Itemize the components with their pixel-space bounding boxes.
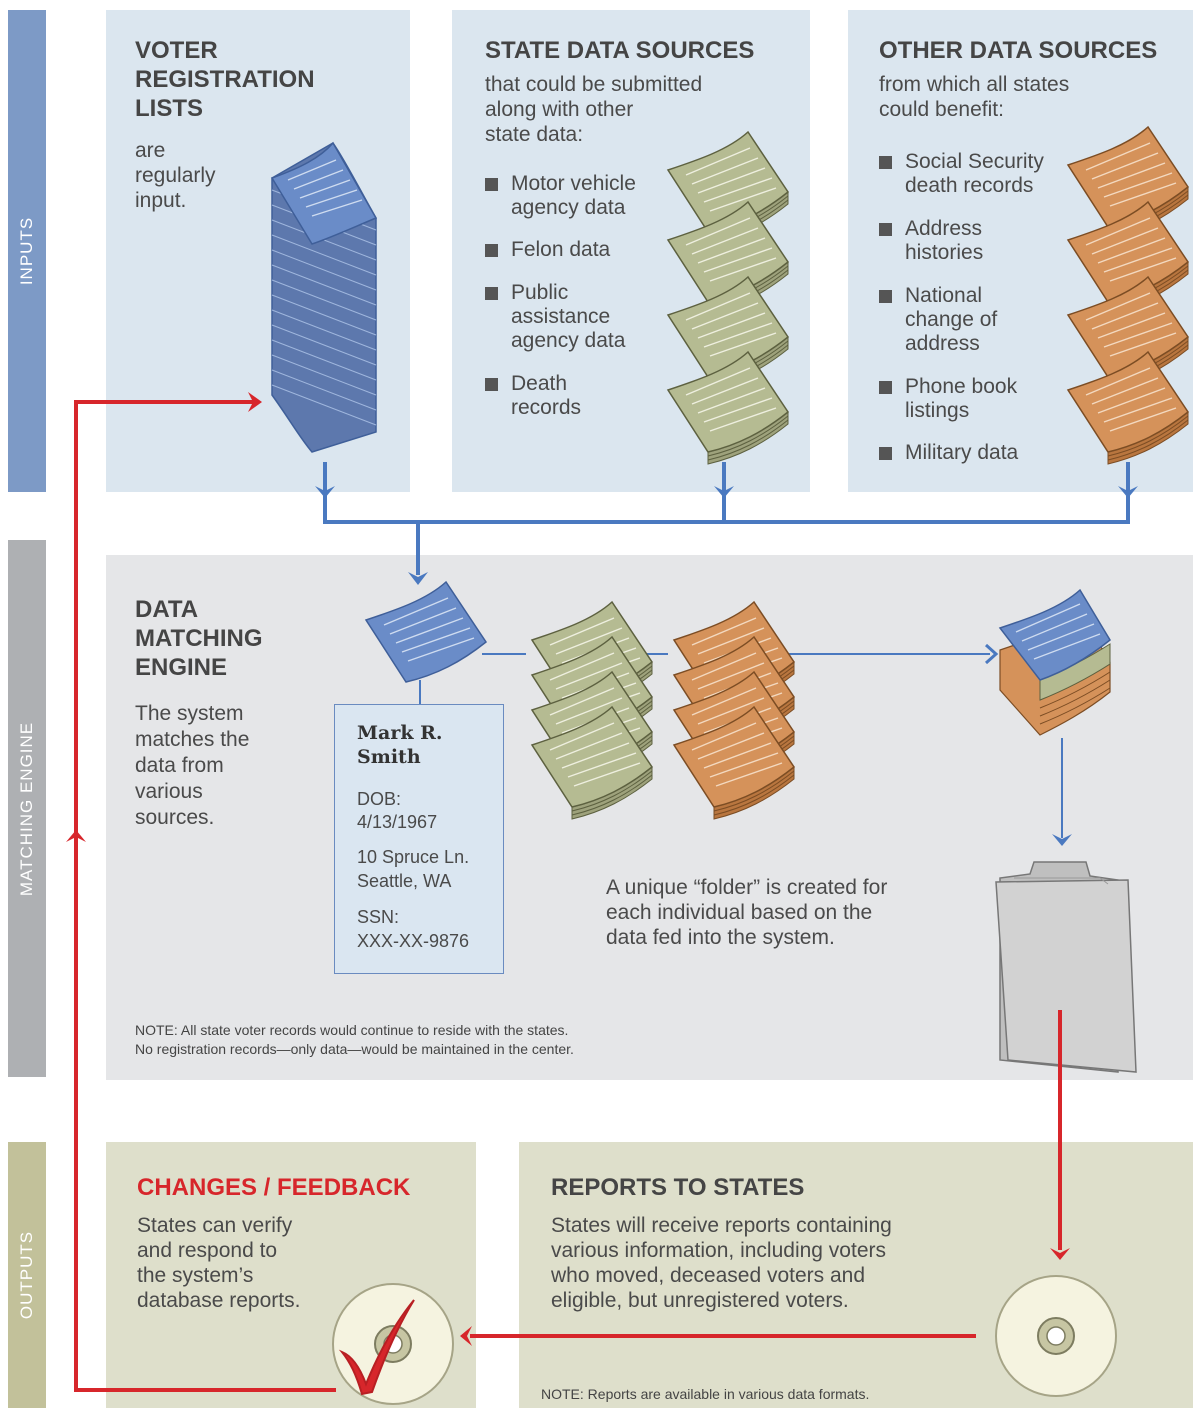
other-body: from which all states could benefit: (879, 73, 1070, 121)
other-title: OTHER DATA SOURCES (879, 37, 1158, 64)
reports-body: States will receive reports containing v… (551, 1214, 892, 1312)
record-ssn: XXX-XX-9876 (357, 931, 470, 951)
voter-title: VOTER REGISTRATION LISTS (135, 37, 315, 122)
voter-body: are regularly input. (135, 139, 216, 212)
feedback-title: CHANGES / FEEDBACK (137, 1174, 411, 1201)
record-dob-label: DOB: (357, 789, 402, 809)
record-address2: Seattle, WA (357, 871, 452, 891)
record-name: Mark R. Smith (357, 722, 443, 768)
bullet-icon (879, 223, 892, 236)
voter-list-stack (270, 141, 378, 453)
input-connectors (323, 462, 1130, 575)
state-item-felon: Felon data (485, 238, 610, 262)
bullet-icon (485, 178, 498, 191)
state-body: that could be submitted along with other… (485, 73, 703, 146)
record-address1: 10 Spruce Ln. (357, 847, 470, 867)
bullet-icon (879, 381, 892, 394)
record-dob: 4/13/1967 (357, 812, 438, 832)
connector-arrowheads (315, 486, 1138, 585)
engine-title: DATA MATCHING ENGINE (135, 596, 263, 681)
state-data-stacks (668, 132, 788, 464)
bullet-icon (879, 447, 892, 460)
folder-description: A unique “folder” is created for each in… (606, 876, 888, 949)
engine-orange-stack (674, 602, 794, 819)
combined-stack (998, 588, 1111, 736)
other-data-stacks (1068, 127, 1188, 464)
reports-title: REPORTS TO STATES (551, 1174, 805, 1201)
folder-arrowhead (1052, 834, 1072, 846)
bullet-icon (879, 290, 892, 303)
other-item-military: Military data (879, 441, 1018, 465)
record-ssn-label: SSN: (357, 907, 400, 927)
reports-note: NOTE: Reports are available in various d… (541, 1386, 870, 1402)
inputs-band: INPUTS (8, 10, 46, 492)
engine-right-arrowhead (984, 643, 999, 665)
bullet-icon (485, 378, 498, 391)
bullet-icon (485, 287, 498, 300)
outputs-band: OUTPUTS (8, 1142, 46, 1408)
folder-icon (995, 861, 1137, 1073)
matching-band: MATCHING ENGINE (8, 540, 46, 1077)
feedback-cd-icon (332, 1283, 454, 1405)
feedback-loop (74, 400, 1062, 1392)
feedback-body: States can verify and respond to the sys… (137, 1214, 301, 1312)
checkmark-icon (338, 1299, 415, 1396)
feedback-arrowheads (66, 392, 1070, 1346)
engine-note: NOTE: All state voter records would cont… (135, 1022, 574, 1057)
reports-cd-icon (995, 1275, 1117, 1397)
engine-body: The system matches the data from various… (135, 702, 250, 829)
engine-voter-sheet (365, 581, 487, 683)
sample-record-card: Mark R. Smith DOB: 4/13/1967 10 Spruce L… (334, 704, 504, 974)
bullet-icon (879, 156, 892, 169)
state-title: STATE DATA SOURCES (485, 37, 755, 64)
engine-green-stack (532, 602, 652, 819)
bullet-icon (485, 244, 498, 257)
